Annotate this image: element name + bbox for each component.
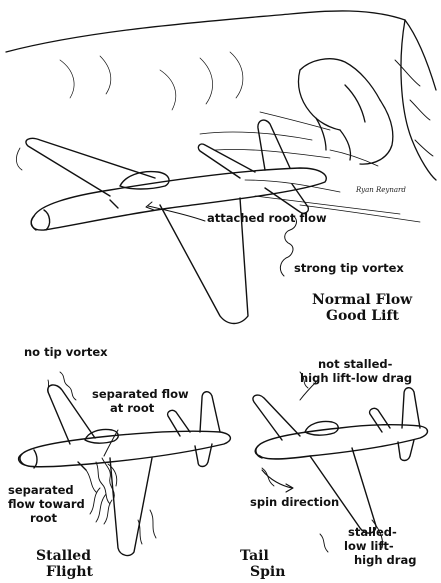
no-tip-vortex-squiggle [48,372,76,400]
leader-separated-root [104,430,118,456]
label-not-stalled-1: not stalled- [318,357,393,371]
spin-direction-arrowhead [286,484,293,492]
spin-squiggles [262,372,328,552]
separated-flow-toward-root [90,488,156,544]
caption-stalled: Stalled [36,548,91,564]
leader-stalled [372,520,383,548]
separated-flow-root [86,458,117,504]
arrowhead-attached-root [146,202,154,210]
leader-not-stalled [300,380,318,400]
caption-spin: Spin [250,564,286,580]
label-attached-root-flow: attached root flow [207,211,327,225]
label-stalled-2: low lift- [344,539,394,553]
caption-normal-flow: Normal Flow [312,292,413,308]
label-separated-toward-1: separated [8,483,74,497]
artist-signature: Ryan Reynard [356,186,406,194]
label-stalled-3: high drag [354,553,417,567]
caption-tail: Tail [240,548,269,564]
label-no-tip-vortex: no tip vortex [24,345,108,359]
label-separated-toward-3: root [30,511,57,525]
label-stalled-1: stalled- [348,525,397,539]
spin-airplane [253,388,428,533]
label-separated-flow-root-2: at root [110,401,155,415]
label-spin-direction: spin direction [250,495,340,509]
label-separated-flow-root-1: separated flow [92,387,189,401]
label-not-stalled-2: high lift-low drag [300,371,413,385]
hatching-top [60,52,243,110]
flow-lines-top [200,112,420,222]
tip-vortex-top [16,148,296,276]
hand-sleeve [6,11,436,180]
stalled-airplane [19,385,231,556]
leader-attached-root [148,206,205,221]
label-separated-toward-2: flow toward [8,497,85,511]
spin-direction-arrow [262,470,292,488]
normal-airplane [26,120,326,323]
caption-flight: Flight [46,564,94,580]
caption-good-lift: Good Lift [326,308,399,324]
label-strong-tip-vortex: strong tip vortex [294,261,404,275]
